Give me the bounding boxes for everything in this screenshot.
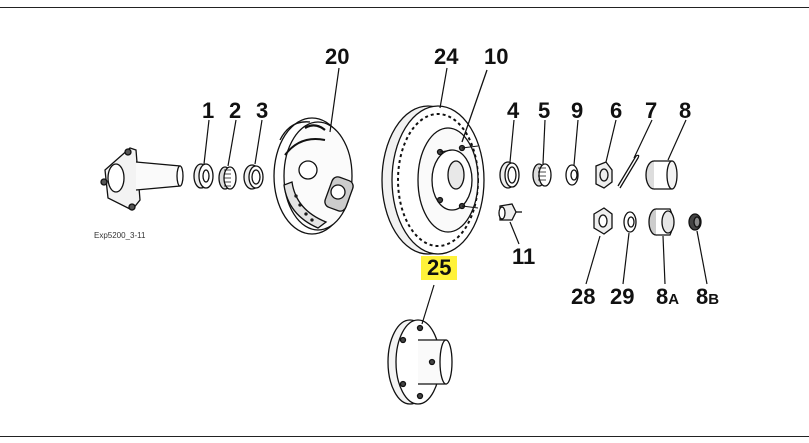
bearing-part-5 bbox=[532, 163, 552, 187]
grease-cap-part-8 bbox=[645, 160, 678, 190]
callout-8b-suffix: B bbox=[708, 291, 720, 308]
callout-20: 20 bbox=[325, 44, 350, 69]
callout-8b-number: 8 bbox=[696, 284, 709, 309]
leader-lines bbox=[203, 67, 708, 325]
lug-nut-part-11 bbox=[498, 203, 522, 221]
callout-1: 1 bbox=[202, 98, 215, 123]
callout-2: 2 bbox=[229, 98, 242, 123]
callout-11: 11 bbox=[512, 244, 536, 269]
brake-assembly-part-20 bbox=[273, 117, 354, 235]
callout-3: 3 bbox=[256, 98, 269, 123]
callout-8a-number: 8 bbox=[656, 284, 669, 309]
seal-part-1 bbox=[193, 163, 214, 189]
leader-line-10 bbox=[461, 69, 488, 143]
callout-8: 8 bbox=[679, 98, 692, 123]
callout-8b: 8B bbox=[696, 286, 719, 308]
bearing-part-2 bbox=[218, 166, 237, 190]
nut-part-6 bbox=[595, 161, 613, 189]
washer-part-29 bbox=[623, 211, 637, 233]
callout-10: 10 bbox=[484, 44, 509, 69]
callout-24: 24 bbox=[434, 44, 459, 69]
top-rule bbox=[0, 7, 809, 8]
callout-28: 28 bbox=[571, 284, 596, 309]
bottom-rule bbox=[0, 436, 809, 437]
callout-4: 4 bbox=[507, 98, 520, 123]
figure-caption: Exp5200_3-11 bbox=[94, 231, 146, 240]
callout-8a-suffix: A bbox=[668, 291, 680, 308]
spindle-part bbox=[100, 147, 184, 211]
callout-29: 29 bbox=[610, 284, 635, 309]
plug-part-8b bbox=[688, 213, 702, 231]
callout-9: 9 bbox=[571, 98, 584, 123]
cotter-pin-part-7 bbox=[617, 154, 640, 189]
callout-6: 6 bbox=[610, 98, 623, 123]
callout-5: 5 bbox=[538, 98, 551, 123]
callout-7: 7 bbox=[645, 98, 658, 123]
brake-drum-part-24 bbox=[381, 105, 485, 255]
callout-25-highlighted: 25 bbox=[421, 256, 458, 280]
washer-part-9 bbox=[565, 164, 579, 186]
nut-part-28 bbox=[593, 207, 613, 235]
callout-8a: 8A bbox=[656, 286, 679, 308]
bearing-cup-part-4 bbox=[499, 161, 520, 189]
hub-part-25 bbox=[387, 319, 453, 405]
cap-part-8a bbox=[648, 208, 675, 236]
race-part-3 bbox=[243, 164, 264, 190]
